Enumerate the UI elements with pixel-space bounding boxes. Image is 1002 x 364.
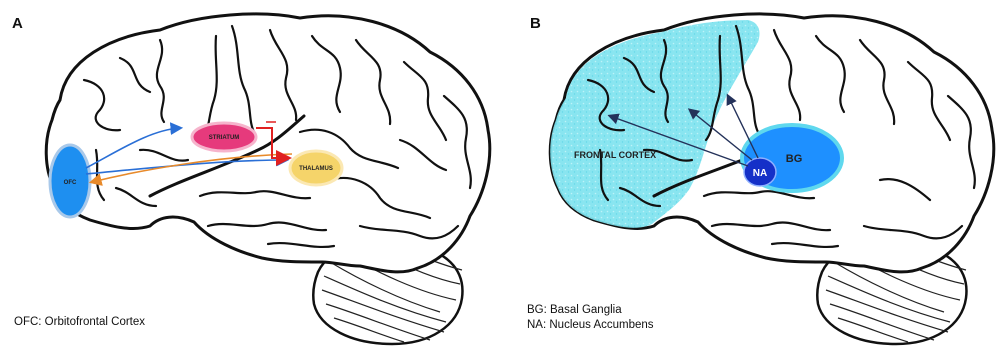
- panel-a: A: [12, 14, 490, 344]
- striatum-node: STRIATUM: [192, 123, 256, 151]
- legend-b-na: NA: Nucleus Accumbens: [527, 319, 654, 331]
- na-node: NA: [744, 158, 776, 186]
- thalamus-node: THALAMUS: [290, 151, 342, 185]
- brain-outline-a: [46, 14, 490, 272]
- frontal-cortex-label: FRONTAL CORTEX: [574, 150, 656, 160]
- panel-b: B: [527, 14, 994, 344]
- ofc-label: OFC: [64, 180, 77, 186]
- ofc-node: OFC: [50, 145, 90, 217]
- na-label: NA: [753, 168, 767, 179]
- bg-label: BG: [786, 153, 803, 165]
- legend-a-ofc: OFC: Orbitofrontal Cortex: [14, 316, 145, 328]
- legend-b-bg: BG: Basal Ganglia: [527, 304, 622, 316]
- thalamus-label: THALAMUS: [299, 166, 333, 172]
- striatum-label: STRIATUM: [209, 135, 240, 141]
- panel-b-letter: B: [530, 15, 541, 32]
- panel-a-letter: A: [12, 15, 23, 32]
